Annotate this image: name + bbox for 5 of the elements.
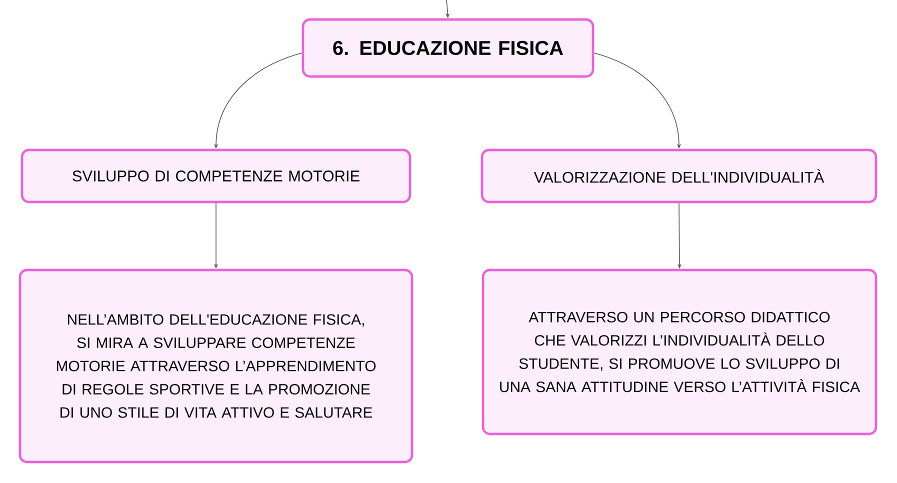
topic-box: SVILUPPO DI COMPETENZE MOTORIE <box>20 148 412 204</box>
topic-box: VALORIZZAZIONE DELL'INDIVIDUALITÀ <box>480 148 878 204</box>
title-box: 6. EDUCAZIONE FISICA <box>302 18 594 78</box>
description-box: ATTRAVERSO UN PERCORSO DIDATTICO CHE VALORIZZI L’INDIVIDUALITÀ DELLO STUDENTE, SI PROMUOVE LO SVILUPPO DI UNA SANA ATTITUDINE VERSO L’ATTIVITÀ FISICA <box>482 268 878 436</box>
description-box: NELL’AMBITO DELL'EDUCAZIONE FISICA, SI MIRA A SVILUPPARE COMPETENZE MOTORIE ATTRAVERSO L’APPRENDIMENTO DI REGOLE SPORTIVE E LA PROMOZIONE DI UNO STILE DI VITA ATTIVO E SALUTARE <box>18 268 414 464</box>
